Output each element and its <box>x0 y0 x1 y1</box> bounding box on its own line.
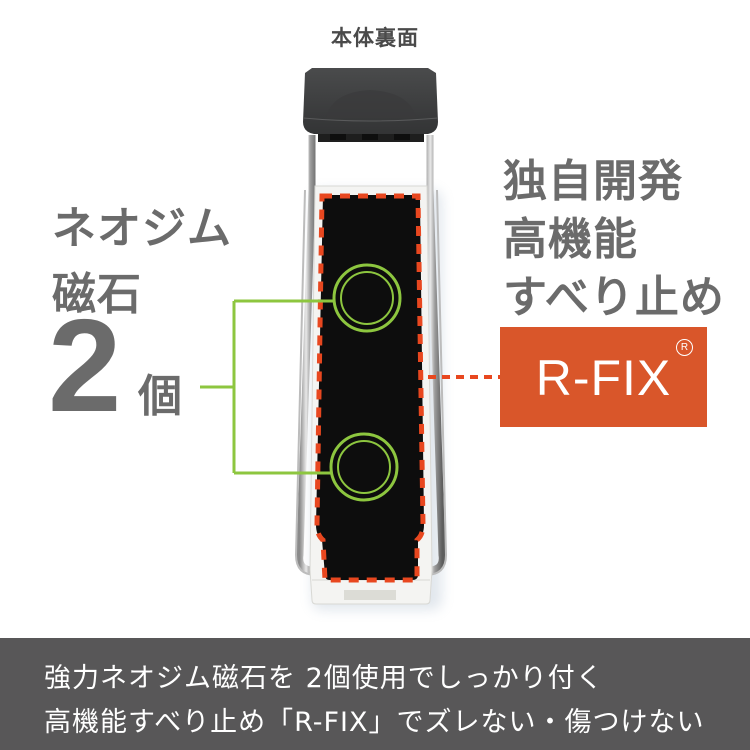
feature-label-line1: 独自開発 <box>503 156 683 207</box>
magnet-count: 2 <box>48 292 122 439</box>
feature-label-line3: すべり止め <box>503 272 725 323</box>
rfix-badge-text: R-FIX <box>535 350 672 406</box>
feature-label-line2: 高機能 <box>503 214 638 265</box>
description-line-1: 強力ネオジム磁石を 2個使用でしっかり付く <box>44 663 604 694</box>
view-caption: 本体裏面 <box>331 26 419 50</box>
rfix-badge: R-FIX R <box>500 327 707 427</box>
magnet-top <box>332 263 402 333</box>
description-bar: 強力ネオジム磁石を 2個使用でしっかり付く 高機能すべり止め「R-FIX」でズレ… <box>0 638 750 750</box>
magnet-count-unit: 個 <box>138 371 182 422</box>
top-cap <box>302 68 439 142</box>
description-line-2: 高機能すべり止め「R-FIX」でズレない・傷つけない <box>44 707 705 738</box>
magnet-type-label: ネオジム <box>52 203 232 254</box>
magnet-label: 磁石 <box>52 269 142 320</box>
registered-trademark-icon: R <box>676 339 693 356</box>
magnet-callout-line <box>200 299 334 475</box>
magnet-bottom <box>329 432 399 502</box>
rfix-pad <box>316 195 424 580</box>
